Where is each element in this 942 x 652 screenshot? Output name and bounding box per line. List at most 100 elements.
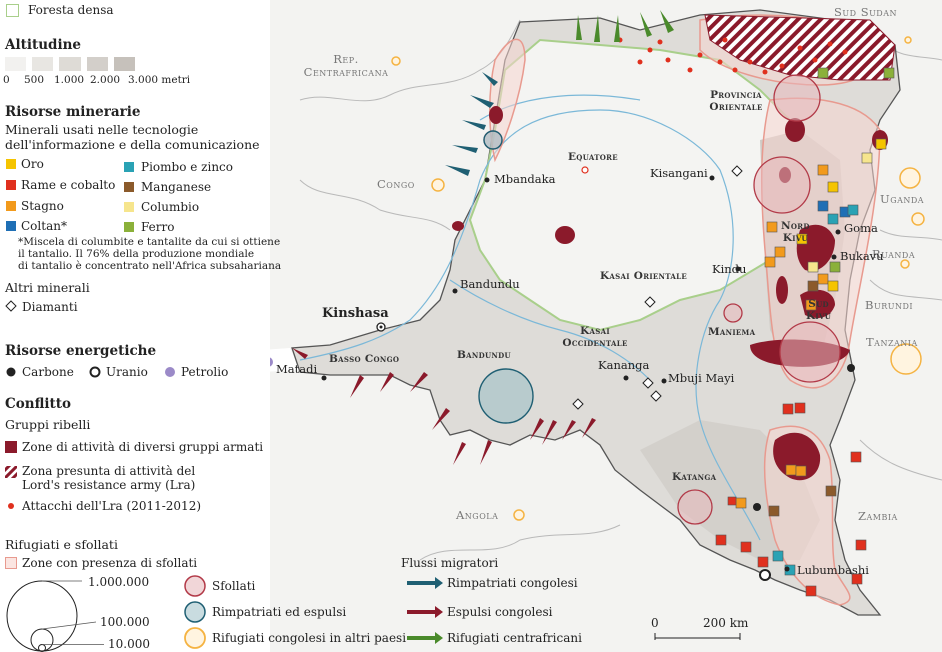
country-zambia: Zambia <box>858 509 898 523</box>
altitude-tick-500: 500 <box>24 74 45 86</box>
uranium-icon <box>89 366 101 378</box>
country-south-sudan: Sud Sudan <box>834 5 898 19</box>
minerals-subtitle-1: Minerali usati nelle tecnologie <box>5 122 199 137</box>
manganese-label: Manganese <box>141 180 212 194</box>
uranium-marker <box>759 569 771 581</box>
displaced-zone-label: Zone con presenza di sfollati <box>22 556 198 570</box>
iron-swatch <box>124 222 134 232</box>
region-bandundu: Bandundu <box>457 349 511 361</box>
displaced-zone-swatch <box>5 557 17 569</box>
diamond-markers <box>572 165 743 410</box>
altitude-title: Altitudine <box>5 37 81 53</box>
coal-marker <box>753 503 761 511</box>
city-mbandaka: Mbandaka <box>494 172 556 186</box>
city-bukavu: Bukavu <box>840 249 884 263</box>
scale-bar <box>654 633 741 640</box>
returned-arrow-icon <box>407 577 443 589</box>
coal-icon <box>6 367 16 377</box>
refugees-title: Rifugiati e sfollati <box>5 537 118 552</box>
coltan-note-3: di tantalio è concentrato nell'Africa su… <box>18 260 282 272</box>
manganese-swatch <box>124 182 134 192</box>
mineral-squares <box>715 67 895 597</box>
city-kinshasa: Kinshasa <box>322 306 389 321</box>
lra-zone-label-1: Zona presunta di attività del <box>22 464 196 478</box>
city-kindu: Kindu <box>712 262 747 276</box>
region-katanga: Katanga <box>672 471 717 483</box>
size-scale <box>6 580 104 652</box>
expelled-arrows <box>292 348 596 465</box>
country-angola: Angola <box>456 508 499 522</box>
coltan-label: Coltan* <box>21 219 67 233</box>
flows-title: Flussi migratori <box>401 556 499 570</box>
lra-attacks-label: Attacchi dell'Lra (2011-2012) <box>22 499 202 513</box>
coal-marker <box>847 364 855 372</box>
gold-label: Oro <box>21 157 44 171</box>
columbium-swatch <box>124 202 134 212</box>
country-burundi: Burundi <box>865 298 914 312</box>
altitude-tick-2000: 2.000 <box>90 74 121 86</box>
armed-zone-swatch <box>5 441 17 453</box>
city-mbuji-mayi: Mbuji Mayi <box>668 371 735 385</box>
diamond-icon <box>5 300 17 312</box>
dense-forest <box>468 38 812 332</box>
returnees-circle-icon <box>184 601 206 623</box>
displaced-circle-icon <box>184 575 206 597</box>
lead-zinc-swatch <box>124 162 134 172</box>
altitude-tick-3000: 3.000 metri <box>128 74 191 86</box>
coltan-note-2: il tantalio. Il 76% della produzione mon… <box>18 248 255 260</box>
coal-label: Carbone <box>22 365 74 379</box>
lra-zone-label-2: Lord's resistance army (Lra) <box>22 478 196 492</box>
country-car: Rep.Centrafricana <box>303 52 389 79</box>
tin-swatch <box>6 201 16 211</box>
copper-swatch <box>6 180 16 190</box>
coltan-note-1: *Miscela di columbite e tantalite da cui… <box>18 236 281 248</box>
columbium-label: Columbio <box>141 200 200 214</box>
coltan-swatch <box>6 221 16 231</box>
country-tanzania: Tanzania <box>866 335 918 349</box>
returnees-label: Rimpatriati ed espulsi <box>212 605 347 619</box>
lra-attacks <box>617 37 848 75</box>
city-bandundu: Bandundu <box>460 277 520 291</box>
city-goma: Goma <box>844 221 878 235</box>
scale-10000: 10.000 <box>108 637 150 651</box>
minerals-title: Risorse minerarie <box>5 104 141 120</box>
displaced-label: Sfollati <box>212 579 256 593</box>
lra-zone-swatch <box>5 466 17 478</box>
sea <box>262 348 300 372</box>
region-maniema: Maniema <box>708 326 756 338</box>
car-refugees-arrow-icon <box>407 632 443 644</box>
country-rwanda: Ruanda <box>872 247 916 261</box>
expelled-label: Espulsi congolesi <box>447 605 553 619</box>
energy-title: Risorse energetiche <box>5 343 157 359</box>
abroad-label: Rifugiati congolesi in altri paesi <box>212 631 407 645</box>
refugees-abroad-circles <box>391 36 925 521</box>
other-minerals-title: Altri minerali <box>5 280 90 295</box>
car-refugee-arrows <box>576 10 674 42</box>
scale-bar-zero: 0 <box>651 616 659 630</box>
altitude-tick-0: 0 <box>3 74 10 86</box>
city-kananga: Kananga <box>598 358 650 372</box>
city-lubumbashi: Lubumbashi <box>797 563 869 577</box>
altitude-tick-1000: 1.000 <box>54 74 85 86</box>
diamonds-label: Diamanti <box>22 300 78 314</box>
scale-bar-km: 200 km <box>703 616 749 630</box>
returned-label: Rimpatriati congolesi <box>447 576 578 590</box>
conflict-title: Conflitto <box>5 396 71 412</box>
displaced-circles <box>483 74 841 525</box>
scale-100000: 100.000 <box>100 615 150 629</box>
returnee-circles <box>478 130 534 424</box>
city-matadi: Matadi <box>276 362 318 376</box>
city-kisangani: Kisangani <box>650 166 708 180</box>
equatore-dot <box>581 166 589 174</box>
region-basso-congo: Basso Congo <box>329 353 400 365</box>
city-dots <box>321 175 841 572</box>
oil-icon <box>165 367 175 377</box>
gold-swatch <box>6 159 16 169</box>
altitude-scale <box>5 57 136 71</box>
abroad-circle-icon <box>184 627 206 649</box>
returnee-arrows <box>445 72 498 176</box>
copper-label: Rame e cobalto <box>21 178 116 192</box>
